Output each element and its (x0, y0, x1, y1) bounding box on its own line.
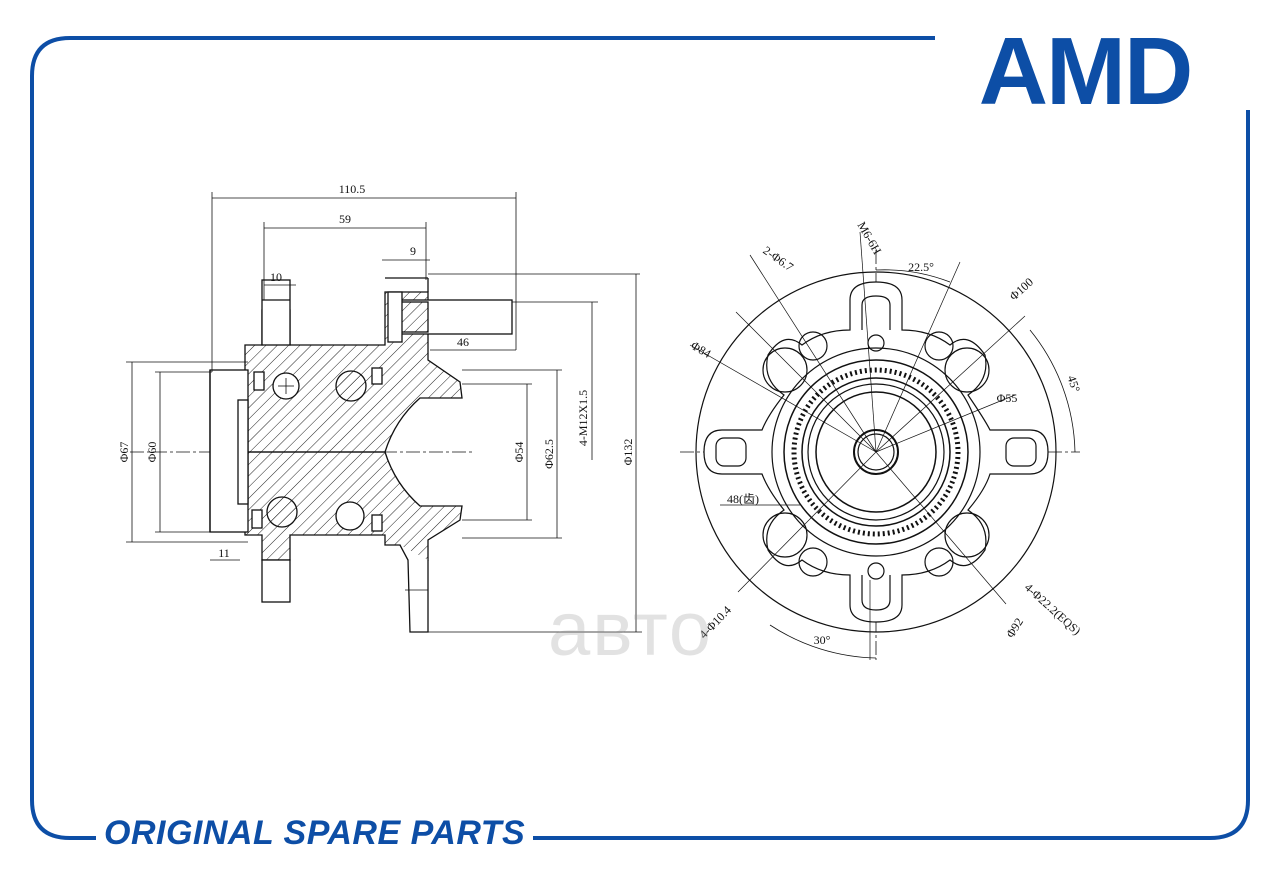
dim-screw: M6-6H (855, 219, 885, 257)
dim-dia-84: Φ84 (689, 338, 714, 361)
dim-dia-54: Φ54 (512, 442, 526, 463)
dim-dia-67: Φ67 (117, 442, 131, 463)
dim-dia-55: Φ55 (997, 391, 1018, 405)
front-view (680, 231, 1080, 660)
dim-stud-thread: 4-M12X1.5 (576, 390, 590, 446)
dim-flange-thickness: 9 (410, 244, 416, 258)
dim-dia-132: Φ132 (621, 439, 635, 466)
dim-teeth: 48(齿) (727, 492, 759, 506)
border-frame (30, 36, 1250, 840)
dim-overall-length: 110.5 (339, 182, 366, 196)
dim-angle-30: 30° (814, 633, 831, 647)
dim-stud-length: 46 (457, 335, 469, 349)
watermark: авто (548, 587, 714, 672)
dim-holes-4-large: 4-Φ22.2(EQS) (1022, 580, 1084, 638)
dim-left-bottom: 11 (218, 546, 230, 560)
tagline: ORIGINAL SPARE PARTS (96, 812, 534, 854)
dim-holes-2: 2-Φ6.7 (760, 243, 796, 274)
dim-flange-to-end: 59 (339, 212, 351, 226)
dim-dia-60: Φ60 (145, 442, 159, 463)
dim-dia-62-5: Φ62.5 (542, 439, 556, 469)
dim-dia-100: Φ100 (1007, 275, 1036, 303)
logo-text: AMD (979, 18, 1192, 125)
side-view-labels: 110.5 59 9 10 46 11 Φ67 Φ60 Φ54 Φ62.5 4-… (117, 182, 635, 560)
dim-dia-92: Φ92 (1003, 615, 1026, 640)
side-view (126, 192, 642, 633)
dim-angle-22-5: 22.5° (908, 260, 934, 274)
dim-angle-45: 45° (1065, 374, 1084, 394)
dim-left-step: 10 (270, 270, 282, 284)
amd-logo: AMD (979, 18, 1194, 125)
